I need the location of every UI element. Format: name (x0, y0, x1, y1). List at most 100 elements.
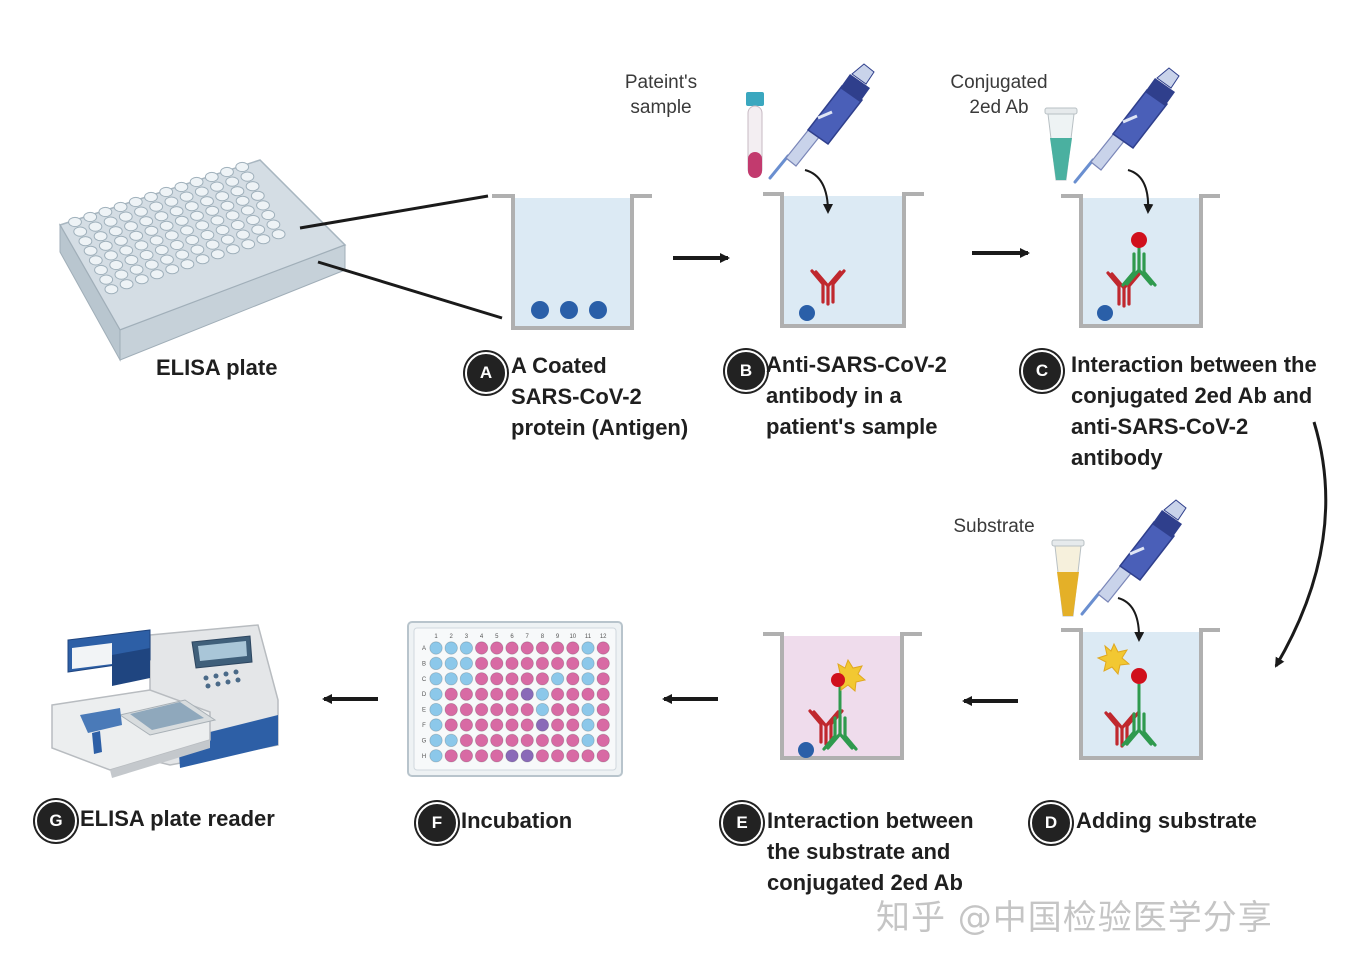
enzyme-icon (1131, 232, 1147, 248)
incubation-well (566, 733, 580, 748)
antigen-icon (1097, 305, 1113, 321)
reagent-label-b: Pateint's sample (624, 72, 698, 118)
incubation-well (596, 733, 610, 748)
incubation-well (490, 672, 504, 686)
plate-well (271, 229, 286, 240)
plate-well (235, 195, 250, 206)
incubation-well (596, 656, 610, 671)
incubation-well (429, 656, 443, 671)
plate-well (164, 230, 179, 241)
plate-well (230, 186, 245, 197)
plate-well (250, 190, 265, 201)
incubation-well (474, 702, 489, 717)
incubation-well (444, 749, 458, 763)
incubation-well (535, 672, 550, 686)
plate-well (93, 231, 108, 242)
incubation-well (490, 656, 504, 671)
drop-arrow (1127, 169, 1154, 214)
incubation-well (444, 733, 458, 748)
plate-well (164, 196, 179, 207)
incubation-well (505, 641, 519, 655)
plate-well (220, 200, 235, 211)
plate-well (159, 186, 174, 198)
plate-well (261, 209, 276, 221)
incubation-well (490, 733, 504, 748)
plate-well (139, 249, 154, 261)
blood-tube-icon (746, 92, 764, 178)
plate-row-label: B (422, 661, 426, 667)
incubation-well (429, 641, 443, 655)
incubation-well (474, 749, 489, 763)
plate-well (160, 254, 174, 265)
incubation-well (550, 687, 565, 701)
well-b (746, 62, 924, 328)
plate-well (220, 166, 234, 178)
incubation-well (581, 702, 595, 717)
incubation-well (474, 687, 489, 701)
plate-well (124, 254, 139, 266)
incubation-well (520, 672, 534, 686)
plate-column-label: 6 (510, 634, 514, 640)
incubation-well (535, 656, 550, 671)
incubation-well (581, 656, 595, 671)
plate-well (230, 219, 245, 231)
incubation-well (550, 718, 565, 732)
plate-well (200, 196, 214, 207)
plate-column-label: 2 (450, 634, 454, 640)
step-badge-g: G (35, 800, 77, 842)
plate-well (98, 206, 113, 218)
pipette-icon (768, 62, 876, 180)
plate-column-label: 12 (600, 634, 607, 640)
plate-well (118, 211, 133, 222)
incubation-well (550, 733, 565, 748)
antigen-icon (531, 301, 549, 319)
incubation-well (520, 718, 534, 732)
drop-arrow (1117, 597, 1145, 642)
well-c (1044, 66, 1220, 328)
incubation-well (550, 749, 565, 763)
step-badge-f: F (416, 802, 458, 844)
incubation-well (444, 641, 458, 655)
plate-well (200, 229, 215, 241)
incubation-well (429, 702, 443, 717)
plate-well (240, 205, 255, 216)
incubation-well (429, 733, 443, 748)
plate-well (215, 224, 230, 236)
plate-well (266, 219, 281, 230)
incubation-well (429, 718, 443, 732)
plate-well (159, 220, 174, 231)
plate-well (245, 181, 260, 192)
plate-row-label: G (422, 738, 427, 744)
incubation-well (550, 672, 565, 686)
enzyme-icon (831, 673, 845, 687)
plate-well (83, 211, 98, 223)
incubation-well (596, 718, 610, 732)
incubation-well (474, 656, 489, 671)
plate-well (165, 264, 180, 275)
plate-well (256, 234, 271, 245)
incubation-well (429, 672, 443, 686)
plate-well (235, 161, 250, 173)
incubation-well (581, 718, 595, 732)
incubation-well (505, 733, 519, 748)
plate-well (104, 284, 119, 295)
plate-well (68, 216, 82, 228)
incubation-well (596, 687, 610, 701)
step-badge-c: C (1021, 350, 1063, 392)
elisa-plate-icon (58, 159, 347, 362)
plate-well (205, 239, 220, 250)
step-badge-d: D (1030, 802, 1072, 844)
incubation-well (581, 672, 595, 686)
incubation-well (566, 702, 580, 717)
step-label-f: Incubation (461, 808, 573, 833)
plate-well (104, 250, 118, 261)
enzyme-icon (1131, 668, 1147, 684)
well-d (1051, 498, 1220, 760)
incubation-well (566, 718, 580, 732)
plate-well (225, 176, 240, 187)
incubation-well (505, 702, 519, 717)
plate-well (134, 206, 148, 217)
plate-row-label: D (422, 692, 427, 698)
plate-well (195, 254, 210, 265)
plate-well (113, 201, 128, 213)
